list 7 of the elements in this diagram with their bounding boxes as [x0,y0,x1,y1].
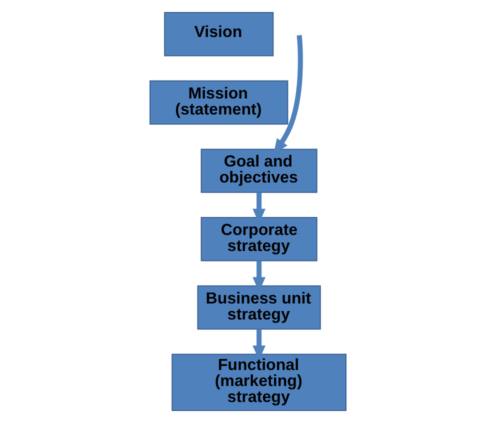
node-box: Functional (marketing) strategy [172,354,346,411]
node-box: Corporate strategy [200,217,318,262]
node-box: Business unit strategy [197,285,321,330]
arrow [252,329,266,360]
node-box: Goal and objectives [200,148,318,193]
node-box: Mission (statement) [150,80,288,125]
node-box: Vision [164,12,274,56]
